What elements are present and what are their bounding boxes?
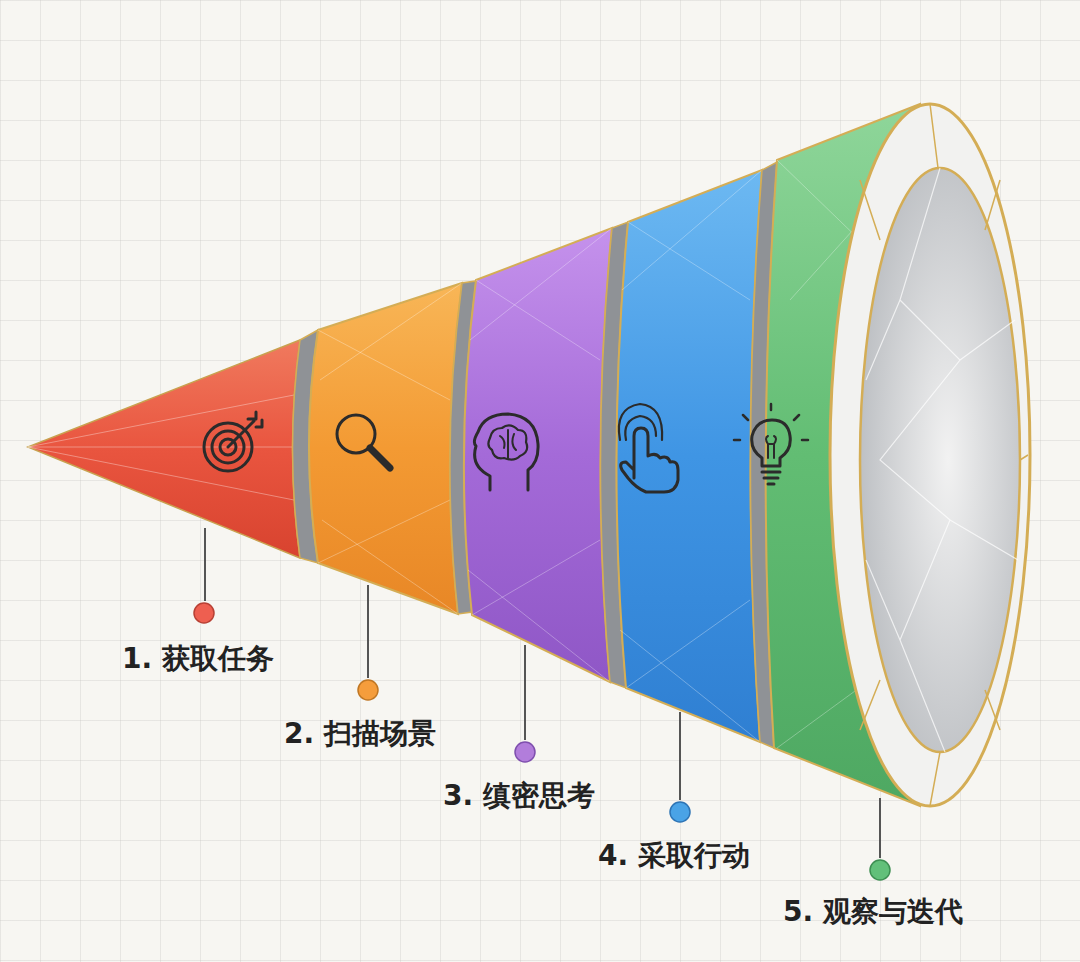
funnel-band — [309, 283, 462, 614]
target-icon — [204, 412, 262, 471]
light-bulb-icon — [734, 404, 808, 484]
cone-segment — [28, 340, 300, 558]
facet-line — [866, 168, 1018, 752]
leader-line — [679, 712, 681, 800]
icons — [204, 404, 808, 492]
funnel-opening — [830, 104, 1030, 806]
leader-line — [367, 585, 369, 678]
band-orange — [309, 283, 462, 614]
leader-lines — [194, 528, 890, 880]
brain-head-icon — [474, 414, 538, 490]
rim-segment — [860, 104, 1028, 806]
funnel-band — [464, 228, 612, 682]
facet-line — [620, 170, 762, 742]
leader-line — [204, 528, 206, 601]
callout-dot — [670, 802, 690, 822]
step-label: 1. 获取任务 — [122, 643, 274, 675]
leader-line — [879, 798, 881, 858]
funnel-band — [616, 170, 762, 742]
pointer-hand-icon — [619, 404, 678, 492]
callout-dot — [358, 680, 378, 700]
callout-dot — [194, 603, 214, 623]
band-blue — [616, 170, 762, 742]
facet-line — [468, 228, 612, 682]
facet-line — [28, 395, 294, 500]
facet-line — [318, 283, 462, 614]
step-label: 5. 观察与迭代 — [783, 896, 963, 928]
step-label: 2. 扫描场景 — [284, 718, 436, 750]
band-purple — [464, 228, 612, 682]
step-label: 3. 缜密思考 — [443, 780, 595, 812]
callout-dot — [870, 860, 890, 880]
callout-dot — [515, 742, 535, 762]
cone-tip — [28, 340, 300, 558]
leader-line — [524, 645, 526, 740]
outer-rim — [830, 104, 1030, 806]
inner-rim — [860, 168, 1020, 752]
magnifier-icon — [337, 415, 390, 468]
step-label: 4. 采取行动 — [598, 840, 750, 872]
